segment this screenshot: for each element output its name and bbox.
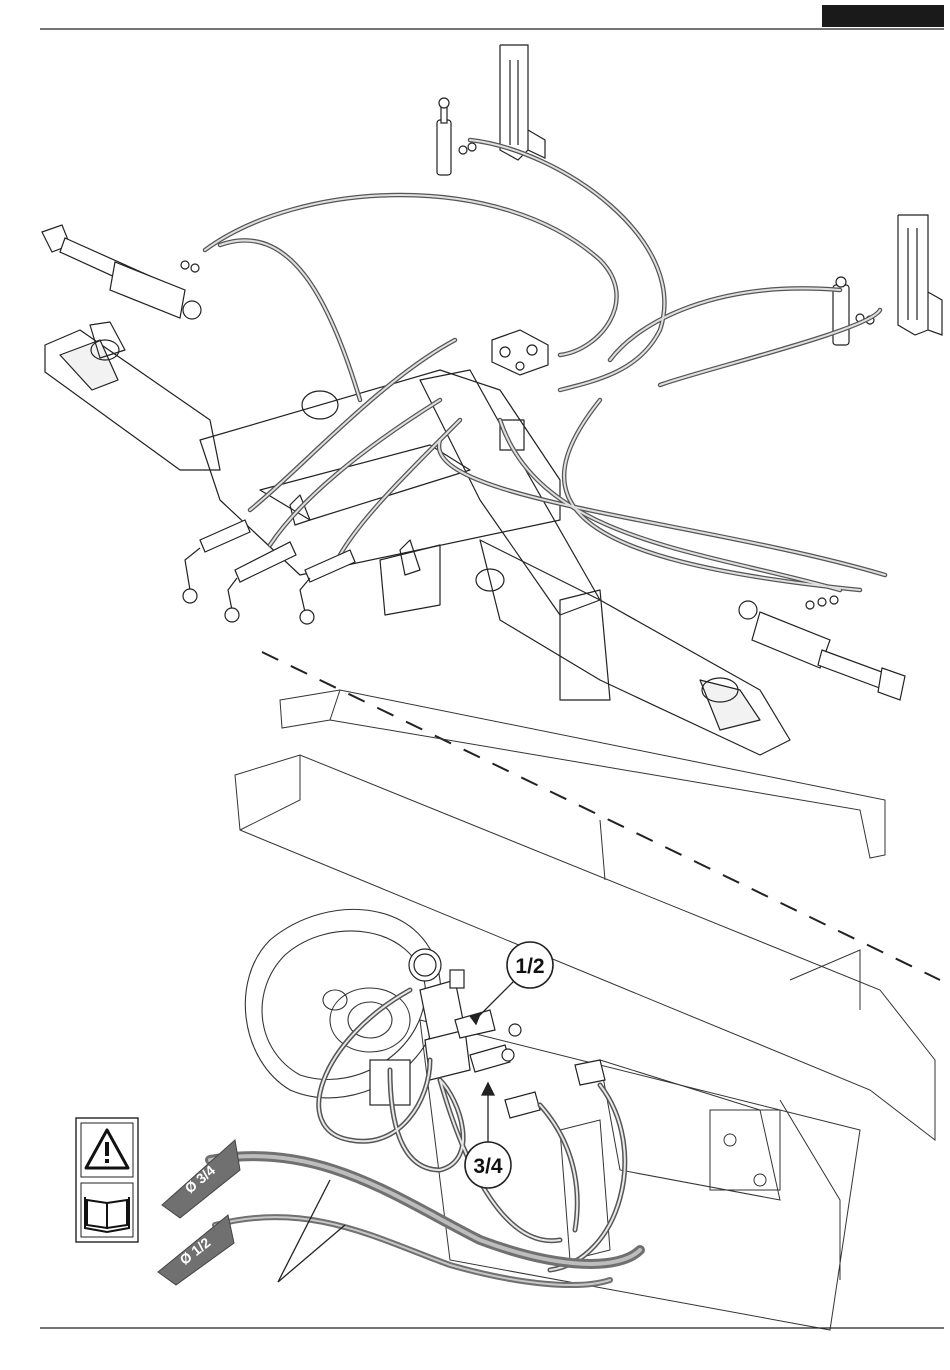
callout-lower-fitting: 3/4 (465, 1142, 511, 1188)
section-divider (262, 652, 940, 980)
right-lower-cylinder (739, 596, 905, 700)
hose-pointers (278, 1180, 345, 1282)
callout-lower-fitting-label: 3/4 (473, 1155, 503, 1178)
header-tab (822, 5, 944, 27)
safety-box (76, 1118, 138, 1242)
callout-upper-fitting-label: 1/2 (515, 955, 544, 978)
left-cylinder (42, 225, 201, 319)
callout-upper-fitting: 1/2 (507, 942, 553, 988)
hose-tag-large: Ø 3/4 (162, 1140, 240, 1218)
control-valve (492, 330, 548, 375)
quick-couplers (183, 520, 355, 624)
hose-tag-small: Ø 1/2 (158, 1215, 234, 1285)
upper-frame (45, 322, 790, 755)
rotor-housing (245, 909, 440, 1097)
header (40, 5, 944, 29)
lower-frame (235, 690, 935, 1330)
